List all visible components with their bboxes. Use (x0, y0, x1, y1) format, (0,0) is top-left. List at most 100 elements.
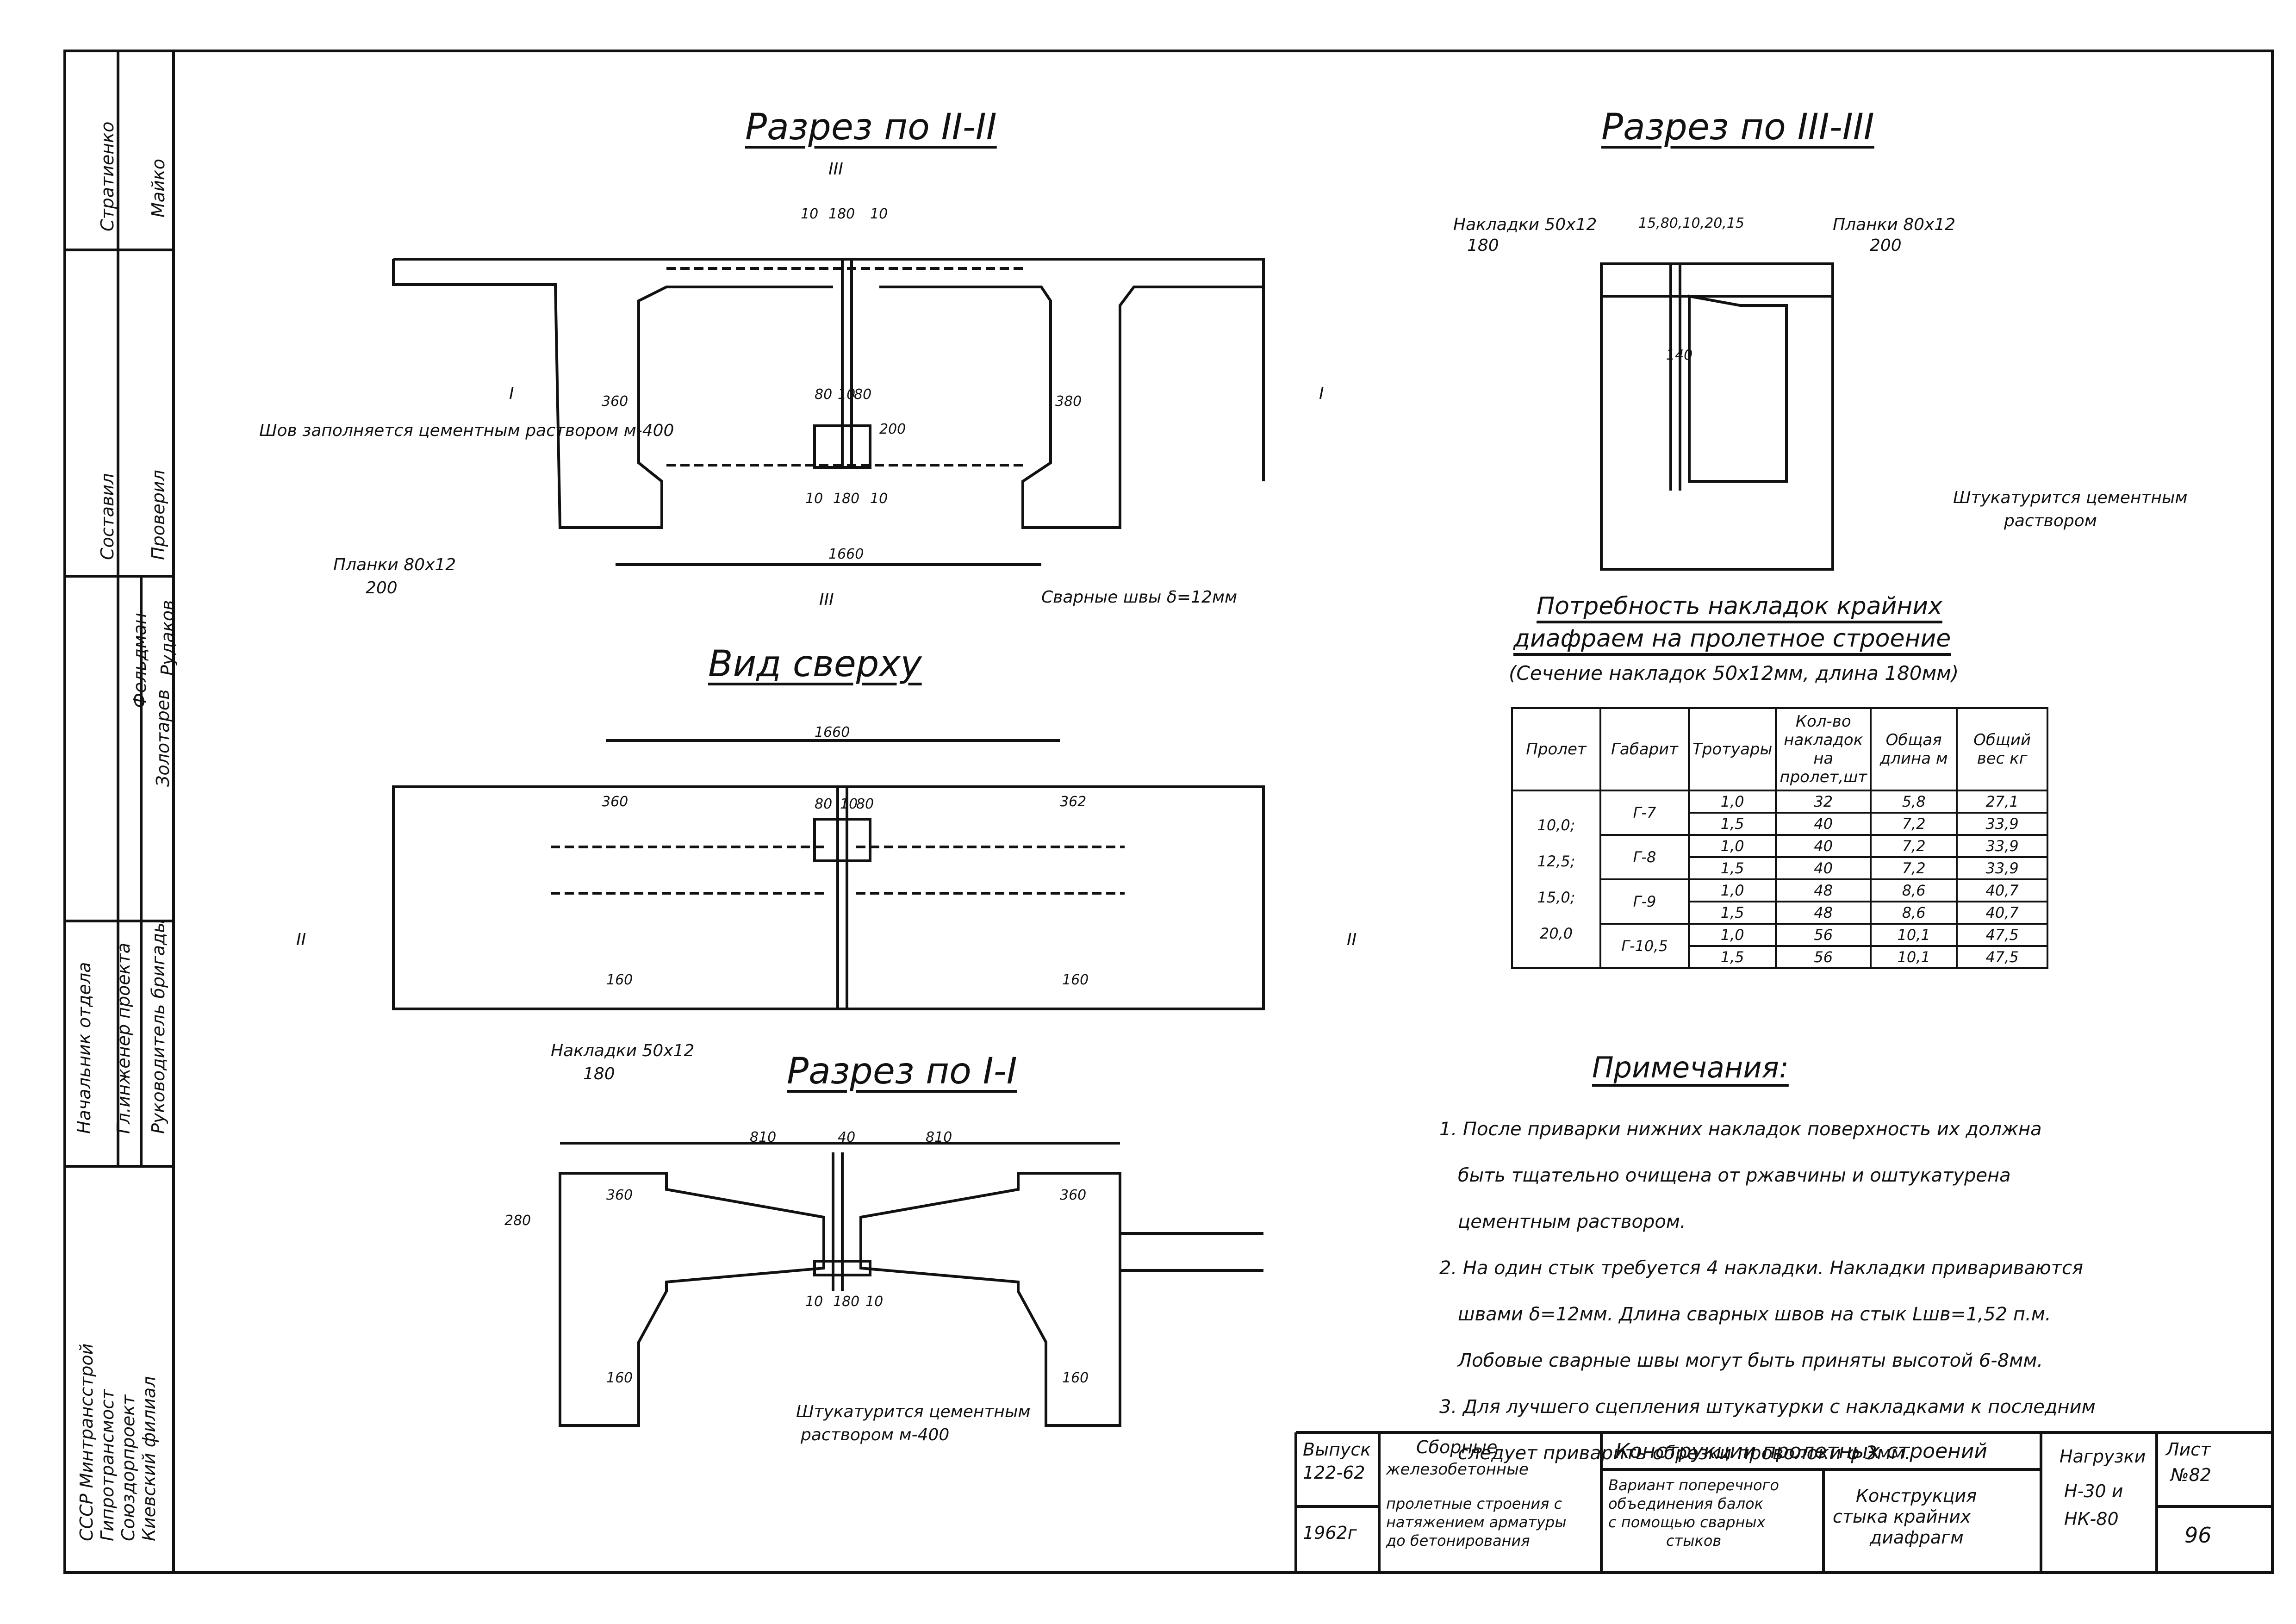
notes-list: 1. После приварки нижних накладок поверх… (1439, 1106, 2096, 1476)
top-view-callout: Накладки 50х12 (551, 1041, 695, 1060)
sidebar-org-2: Гипротрансмост (97, 1389, 118, 1541)
top-view-dim-e: 160 (1062, 972, 1089, 988)
table-row: 1,5 40 7,2 33,9 (1512, 812, 2049, 836)
tb-variant-2: объединения балок (1608, 1495, 1763, 1512)
section-2-dim-left: 360 (602, 393, 628, 410)
gabarit-cell: Г-8 (1599, 834, 1690, 880)
requirements-table: Пролет Габарит Тротуары Кол-во накладок … (1511, 707, 2049, 969)
note-line: 2. На один стык требуется 4 накладки. На… (1439, 1257, 2084, 1279)
length-cell: 7,2 (1870, 856, 1958, 880)
sidebar-role-1: Стратиенко (97, 121, 118, 231)
section-3-drawing (1600, 262, 1834, 571)
top-view-drawing (392, 739, 1265, 1010)
note-line: 3. Для лучшего сцепления штукатурки с на… (1439, 1396, 2096, 1418)
col-length: Общая длина м (1870, 707, 1958, 791)
tb-sheet-number: №82 (2171, 1465, 2211, 1485)
top-view-dim-left: 360 (602, 794, 628, 810)
count-cell: 40 (1775, 834, 1872, 858)
section-1-title: Разрез по I-I (787, 1051, 1017, 1092)
top-view-dim-b: 10 (840, 796, 858, 812)
section-3-dim-140: 140 (1666, 347, 1693, 363)
section-1-drawing (559, 1142, 1263, 1427)
sidewalk-cell: 1,5 (1687, 945, 1777, 969)
section-2-dim-h: 180 (833, 491, 860, 507)
weight-cell: 33,9 (1956, 812, 2049, 836)
note-line: швами δ=12мм. Длина сварных швов на стык… (1458, 1304, 2051, 1325)
sheet-frame (63, 50, 2274, 1574)
sidebar-role-9: Гл.инженер проекта (113, 942, 134, 1134)
gabarit-cell: Г-9 (1599, 878, 1690, 925)
length-cell: 8,6 (1870, 878, 1958, 902)
section-3-dims-top: 15,80,10,20,15 (1638, 215, 1745, 231)
sidewalk-cell: 1,5 (1687, 901, 1777, 925)
tb-year: 1962г (1303, 1523, 1357, 1543)
section-2-dim-i: 10 (870, 491, 888, 507)
span-value: 10,0; (1537, 816, 1575, 834)
title-block-frame (1294, 1431, 2272, 1573)
top-view-dim-d: 160 (606, 972, 633, 988)
sidebar-role-10: Руководитель бригады (148, 919, 168, 1134)
section-1-dim-b: 40 (838, 1129, 856, 1145)
section-2-dim-b: 180 (828, 206, 855, 222)
table-row: 10,0; 12,5; 15,0; 20,0 Г-7 1,0 32 5,8 27… (1511, 790, 2049, 969)
section-1-dim-j: 180 (833, 1294, 860, 1310)
section-2-dim-a: 10 (801, 206, 819, 222)
col-count: Кол-во накладок на пролет,шт (1775, 707, 1872, 791)
table-header-row: Пролет Габарит Тротуары Кол-во накладок … (1511, 707, 2049, 791)
section-3-callout-plaster-2: раствором (2004, 511, 2097, 530)
length-cell: 5,8 (1870, 790, 1958, 814)
count-cell: 56 (1775, 923, 1872, 947)
sidebar-role-5: Рудаков (157, 600, 178, 676)
section-1-dim-d: 360 (606, 1187, 633, 1203)
note-line: быть тщательно очищена от ржавчины и ошт… (1458, 1165, 2011, 1186)
section-3-callout-plaster: Штукатурится цементным (1953, 488, 2188, 507)
section-2-callout-welds: Сварные швы δ=12мм (1041, 588, 1238, 607)
span-value: 12,5; (1537, 852, 1575, 870)
section-3-callout-right-size: 200 (1870, 236, 1902, 255)
tb-variant-1: Вариант поперечного (1608, 1476, 1779, 1494)
tb-loads-2: НК-80 (2064, 1509, 2119, 1529)
tb-construction-2: стыка крайних (1833, 1506, 1971, 1527)
sidewalk-cell: 1,0 (1687, 790, 1777, 814)
section-1-dim-a: 810 (750, 1129, 777, 1145)
weight-cell: 33,9 (1956, 856, 2049, 880)
tb-construction-1: Конструкция (1856, 1486, 1977, 1506)
note-line: Лобовые сварные швы могут быть приняты в… (1458, 1350, 2043, 1371)
section-2-marker-top: III (828, 160, 843, 179)
top-view-dim-a: 80 (815, 796, 833, 812)
sidebar-role-3: Составил (97, 473, 118, 560)
sidebar-org-1: СССР Минтрансстрой (76, 1343, 97, 1541)
table-row: Г-10,5 1,0 56 10,1 47,5 (1512, 923, 2049, 969)
section-1-dim-e: 360 (1060, 1187, 1087, 1203)
section-3-callout-left: Накладки 50х12 (1453, 215, 1597, 234)
length-cell: 7,2 (1870, 812, 1958, 836)
tb-series-2: железобетонные (1386, 1460, 1529, 1479)
section-2-dim-f: 80 (854, 386, 872, 403)
top-view-marker-left: II (296, 930, 306, 949)
col-gabarit: Габарит (1599, 707, 1690, 791)
gabarit-cell: Г-7 (1599, 790, 1690, 836)
count-cell: 56 (1775, 945, 1872, 969)
note-line: цементным раствором. (1458, 1211, 1686, 1232)
section-2-dim-c: 10 (870, 206, 888, 222)
sidebar-role-6: Фельдман (130, 613, 150, 708)
section-2-callout-seam: Шов заполняется цементным раствором м-40… (259, 421, 674, 440)
tb-variant-3: с помощью сварных (1608, 1513, 1766, 1531)
table-row: 1,5 40 7,2 33,9 (1512, 856, 2049, 880)
table-title-2: диафраем на пролетное строение (1513, 625, 1951, 653)
top-view-callout-size: 180 (583, 1064, 615, 1083)
sidebar-role-4: Проверил (148, 470, 168, 560)
section-1-dim-c: 810 (926, 1129, 952, 1145)
length-cell: 7,2 (1870, 834, 1958, 858)
count-cell: 32 (1775, 790, 1872, 814)
top-view-dim-right: 362 (1060, 794, 1087, 810)
tb-variant-4: стыков (1666, 1532, 1722, 1549)
section-2-dim-200: 200 (879, 421, 906, 437)
weight-cell: 40,7 (1956, 878, 2049, 902)
sidewalk-cell: 1,0 (1687, 834, 1777, 858)
note-line: 1. После приварки нижних накладок поверх… (1439, 1119, 2042, 1140)
note-line: следует приварить обрезки проволоки φ 3м… (1458, 1443, 1911, 1464)
sidewalk-cell: 1,5 (1687, 812, 1777, 836)
top-view-marker-right: II (1347, 930, 1357, 949)
